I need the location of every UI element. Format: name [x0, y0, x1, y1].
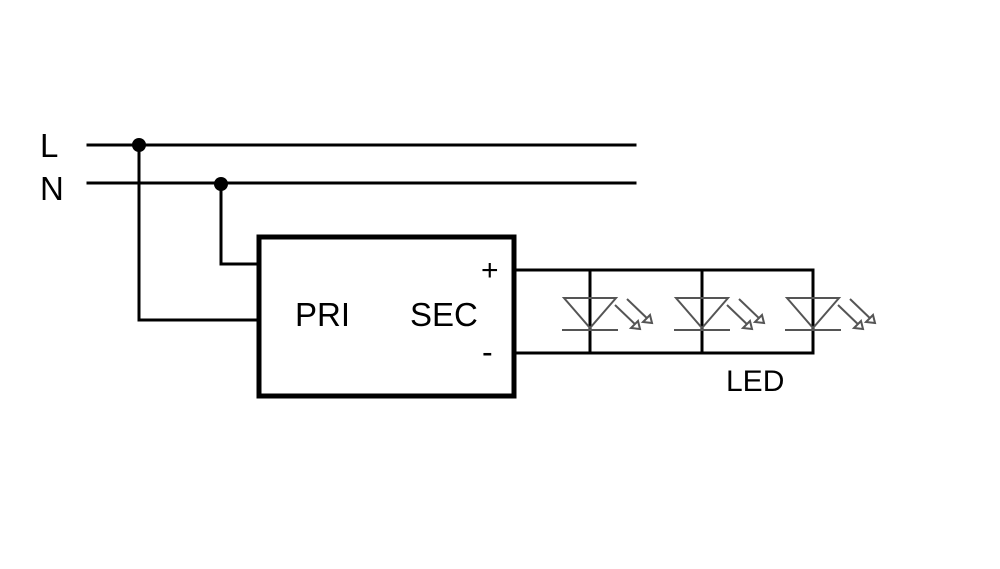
line-label: L [40, 127, 58, 164]
negative-terminal-label: - [482, 334, 493, 370]
led-3 [784, 297, 877, 331]
led-3-emission-arrows-icon [837, 298, 877, 331]
led-1 [561, 268, 654, 355]
led-1-emission-arrows-icon [614, 298, 654, 331]
neutral-label: N [40, 170, 64, 207]
driver-box [256, 234, 517, 399]
primary-label: PRI [295, 296, 350, 333]
positive-terminal-label: + [481, 254, 499, 287]
led-2-diode-icon [673, 297, 731, 330]
led-3-diode-icon [784, 297, 842, 330]
led-1-diode-icon [561, 297, 619, 330]
line-drop-wire [137, 143, 262, 322]
secondary-label: SEC [410, 296, 478, 333]
led-string-label: LED [726, 365, 784, 398]
neutral-drop-wire [219, 182, 262, 266]
led-2 [673, 268, 766, 355]
led-2-emission-arrows-icon [726, 298, 766, 331]
